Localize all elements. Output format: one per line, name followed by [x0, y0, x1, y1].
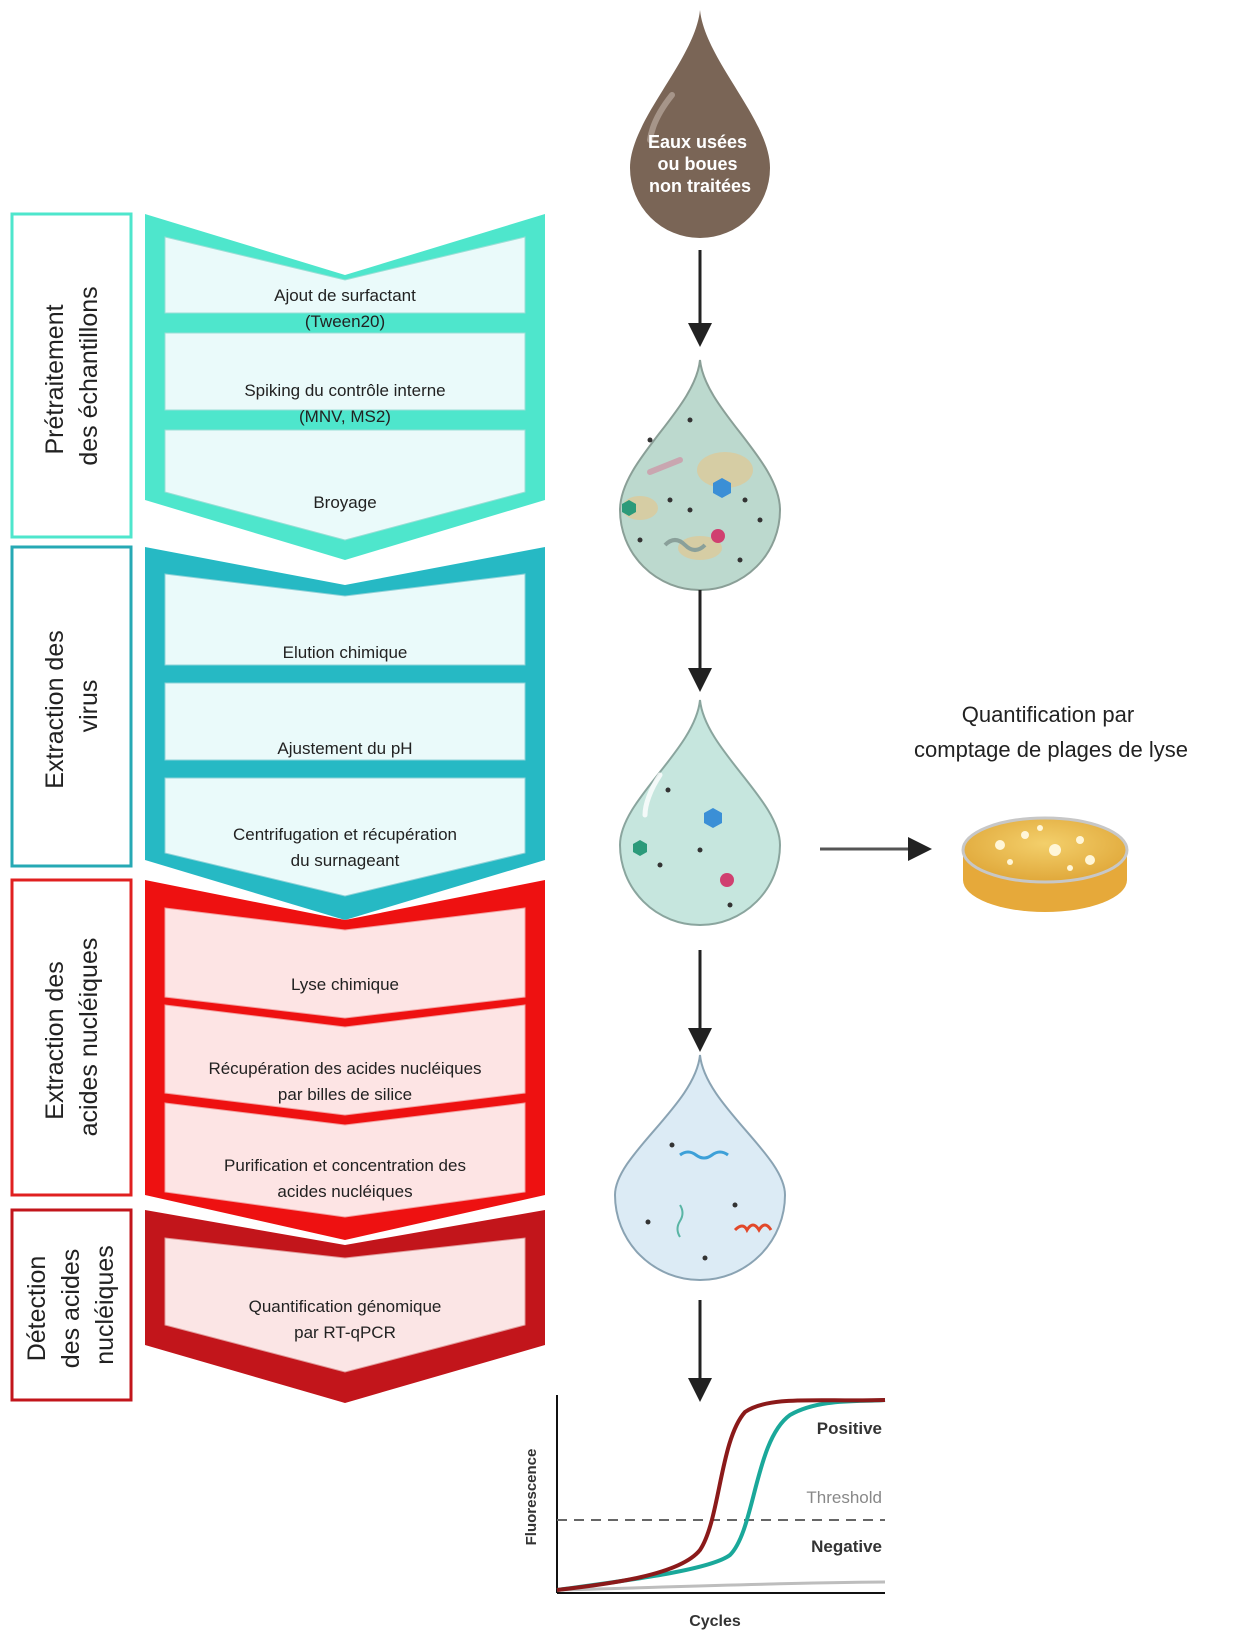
step-label: Quantification génomique [249, 1297, 442, 1316]
step-label: Elution chimique [283, 643, 408, 662]
threshold-label: Threshold [806, 1488, 882, 1507]
section-nucleic-extraction: Extraction des acides nucléiques Lyse ch… [10, 878, 545, 1240]
step-box [164, 907, 526, 1019]
section-label-box [10, 878, 133, 1197]
step-box [164, 777, 526, 897]
step-label: (Tween20) [305, 312, 385, 331]
step-box [164, 682, 526, 761]
drop-virus-extract [618, 699, 782, 926]
step-label: par billes de silice [278, 1085, 412, 1104]
section-label: Prétraitement des échantillons [41, 286, 103, 465]
curve-negative [556, 1580, 886, 1592]
drop-pretreated [618, 359, 782, 591]
step-box [164, 429, 526, 541]
step-box [164, 1102, 526, 1218]
section-label-box [10, 212, 133, 539]
step-box [164, 332, 526, 411]
y-axis-label: Fluorescence [523, 1449, 540, 1546]
section-virus-extraction: Extraction des virus Elution chimique Aj… [10, 545, 545, 920]
petri-dish [961, 816, 1129, 912]
drop-raw-wastewater: Eaux usées ou boues non traitées [630, 10, 770, 238]
step-label: Ajustement du pH [277, 739, 412, 758]
x-axis-label: Cycles [689, 1613, 741, 1630]
curve-positive-early [556, 1398, 886, 1592]
step-label: Lyse chimique [291, 975, 399, 994]
step-label: Purification et concentration des [224, 1156, 466, 1175]
step-label: Récupération des acides nucléiques [208, 1059, 481, 1078]
section-pretreatment: Prétraitement des échantillons Ajout de … [10, 212, 545, 560]
step-label: Centrifugation et récupération [233, 825, 457, 844]
step-label: Spiking du contrôle interne [244, 381, 445, 400]
step-box [164, 573, 526, 666]
step-box [164, 1237, 526, 1373]
step-label: Broyage [313, 493, 376, 512]
section-label-box [10, 545, 133, 868]
step-label: du surnageant [291, 851, 400, 870]
qpcr-chart: Positive Threshold Negative Cycles Fluor… [523, 1395, 886, 1630]
step-label: acides nucléiques [277, 1182, 412, 1201]
step-label: Ajout de surfactant [274, 286, 416, 305]
side-label: Quantification par comptage de plages de… [914, 702, 1188, 762]
negative-label: Negative [811, 1537, 882, 1556]
positive-label: Positive [817, 1419, 882, 1438]
step-label: (MNV, MS2) [299, 407, 391, 426]
drop-label: Eaux usées ou boues non traitées [648, 132, 752, 196]
step-label: par RT-qPCR [294, 1323, 396, 1342]
step-box [164, 1004, 526, 1116]
drop-nucleic-acids [613, 1054, 787, 1281]
section-label: Détection des acides nucléiques [23, 1242, 119, 1368]
section-label: Extraction des acides nucléiques [41, 938, 103, 1137]
section-detection: Détection des acides nucléiques Quantifi… [10, 1208, 545, 1403]
section-label: Extraction des virus [41, 623, 103, 788]
step-box [164, 236, 526, 314]
section-label-box [10, 1208, 133, 1402]
